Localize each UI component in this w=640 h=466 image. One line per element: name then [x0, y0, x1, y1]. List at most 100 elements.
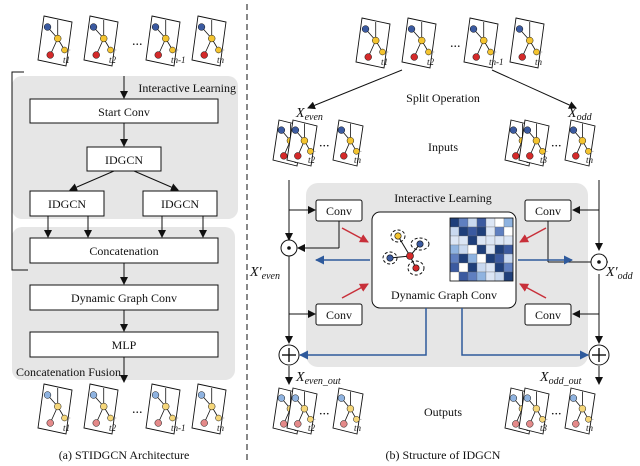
time-step-label: t1 [381, 57, 388, 67]
multiply-op-left [280, 239, 298, 257]
time-step-label: t2 [308, 155, 316, 165]
mlp-label: MLP [112, 338, 137, 352]
time-step-label: t3 [540, 155, 548, 165]
x-odd-label: Xodd [567, 106, 593, 123]
left-top-frame-1: t1 [37, 15, 73, 67]
right-frames-top: t1 t2... tn-1 tn [355, 17, 545, 69]
mlp-box [29, 331, 219, 358]
left-bottom-frame-2: t2 [83, 383, 119, 435]
add-op-right [588, 344, 610, 366]
start-conv-label: Start Conv [98, 105, 150, 119]
interactive-learning-label-right: Interactive Learning [394, 191, 492, 205]
ellipsis: ... [551, 404, 562, 419]
time-step-label: tn [586, 423, 594, 433]
time-step-label: t2 [427, 57, 435, 67]
left-bottom-frame-1: t1 [37, 383, 73, 435]
time-step-label: tn-1 [171, 55, 186, 65]
red-arrow-top-right [519, 227, 547, 243]
concatenation-fusion-label: Concatenation Fusion [16, 365, 121, 379]
x-even-out-label: Xeven_out [295, 370, 341, 387]
right-frames-right-input: t1t3...tn [504, 119, 596, 167]
conv-label-bottom-right: Conv [535, 308, 561, 322]
ellipsis: ... [319, 404, 330, 419]
dynamic-graph-conv-box-left [29, 284, 219, 311]
idgcn-right-label: IDGCN [161, 197, 199, 211]
time-step-label: t2 [308, 423, 316, 433]
idgcn-top-label: IDGCN [105, 153, 143, 167]
time-step-label: t2 [109, 55, 117, 65]
ellipsis: ... [132, 34, 143, 49]
conv-box-bottom-right [524, 303, 572, 326]
right-top-frame-3: tn-1 [463, 17, 504, 69]
time-step-label: t1 [63, 423, 70, 433]
left-frames-top: t1 t2... tn-1 tn [37, 15, 227, 67]
dynamic-graph-conv-label-left: Dynamic Graph Conv [71, 291, 177, 305]
adjacency-matrix-icon [449, 217, 514, 282]
right-left-out-frame-3: tn [332, 387, 364, 435]
x-even-label: Xeven [295, 106, 323, 123]
left-bottom-frame-3: tn-1 [145, 383, 186, 435]
left-top-frame-3: tn-1 [145, 15, 186, 67]
multiply-op-right [590, 253, 608, 271]
dynamic-graph-conv-label-right: Dynamic Graph Conv [391, 288, 497, 302]
time-step-label: tn [354, 423, 362, 433]
start-conv-box [29, 98, 219, 124]
ellipsis: ... [132, 402, 143, 417]
right-caption: (b) Structure of IDGCN [386, 448, 501, 462]
interactive-learning-label-left: Interactive Learning [138, 81, 236, 95]
right-frames-right-output: t1t3...tn [504, 387, 596, 435]
right-right-out-frame-2: t3 [518, 387, 550, 435]
idgcn-top-box [86, 146, 162, 172]
blue-arrow-bottom-right [461, 308, 589, 360]
split-operation-label: Split Operation [406, 91, 480, 105]
right-left-in-frame-2: t2 [286, 119, 318, 167]
conv-label-top-right: Conv [535, 204, 561, 218]
x-odd-prime-label: X′odd [605, 265, 634, 282]
red-arrow-bottom-left [341, 283, 369, 299]
blue-arrow-bottom-left [299, 308, 427, 360]
left-caption: (a) STIDGCN Architecture [59, 448, 190, 462]
ellipsis: ... [319, 136, 330, 151]
ellipsis: ... [450, 36, 461, 51]
right-top-frame-2: t2 [401, 17, 437, 69]
x-odd-out-label: Xodd_out [539, 370, 582, 387]
add-op-left [278, 344, 300, 366]
left-top-frame-2: t2 [83, 15, 119, 67]
time-step-label: t3 [540, 423, 548, 433]
left-top-frame-4: tn [191, 15, 227, 67]
time-step-label: tn-1 [489, 57, 504, 67]
concatenation-box [29, 237, 219, 264]
dynamic-graph-icon [382, 229, 430, 276]
time-step-label: tn [217, 423, 225, 433]
idgcn-left-box [29, 190, 105, 217]
right-left-in-frame-3: tn [332, 119, 364, 167]
time-step-label: tn [535, 57, 543, 67]
conv-box-bottom-left [315, 303, 363, 326]
left-bottom-frame-4: tn [191, 383, 227, 435]
red-arrow-bottom-right [519, 283, 547, 299]
right-right-out-frame-3: tn [564, 387, 596, 435]
right-top-frame-1: t1 [355, 17, 391, 69]
x-even-prime-label: X′even [249, 265, 280, 282]
right-top-frame-4: tn [509, 17, 545, 69]
idgcn-right-box [142, 190, 218, 217]
right-left-out-frame-2: t2 [286, 387, 318, 435]
time-step-label: tn [217, 55, 225, 65]
conv-label-bottom-left: Conv [326, 308, 352, 322]
idgcn-left-label: IDGCN [48, 197, 86, 211]
left-frames-bottom: t1 t2... tn-1 tn [37, 383, 227, 435]
time-step-label: t1 [63, 55, 70, 65]
concatenation-label: Concatenation [89, 244, 158, 258]
time-step-label: tn [586, 155, 594, 165]
outputs-label: Outputs [424, 405, 462, 419]
ellipsis: ... [551, 136, 562, 151]
time-step-label: t2 [109, 423, 117, 433]
time-step-label: tn-1 [171, 423, 186, 433]
right-right-in-frame-3: tn [564, 119, 596, 167]
right-right-in-frame-2: t3 [518, 119, 550, 167]
time-step-label: tn [354, 155, 362, 165]
conv-label-top-left: Conv [326, 204, 352, 218]
